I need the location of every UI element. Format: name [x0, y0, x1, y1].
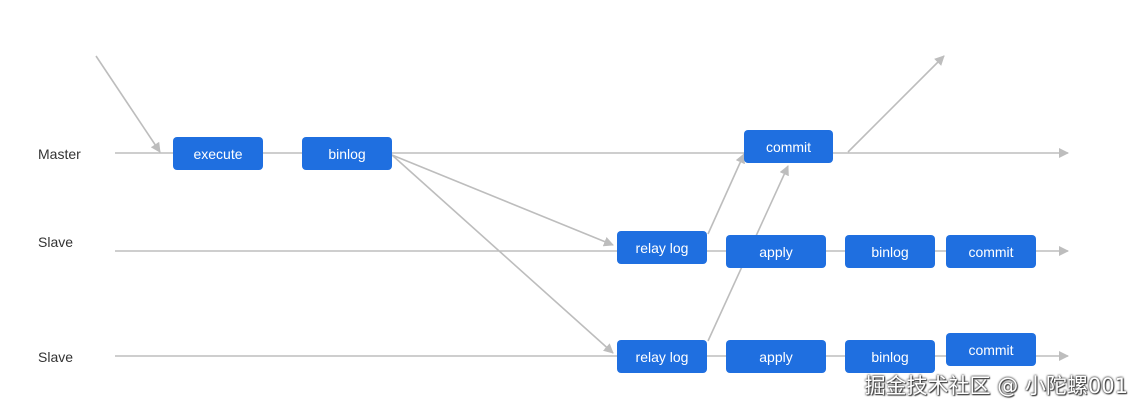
slave2-commit-box: commit	[946, 333, 1036, 366]
master-commit-box: commit	[744, 130, 833, 163]
client-request-arrow	[95, 55, 161, 153]
binlog-to-relay1-arrow	[391, 154, 614, 247]
master-binlog-box: binlog	[302, 137, 392, 170]
slave1-binlog-box: binlog	[845, 235, 935, 268]
slave1-apply-box: apply	[726, 235, 826, 268]
slave2-apply-box: apply	[726, 340, 826, 373]
lane-label-slave-1: Slave	[38, 234, 74, 250]
slave1-relay-log-box: relay log	[617, 231, 707, 264]
slave1-commit-box: commit	[946, 235, 1036, 268]
master-execute-box: execute	[173, 137, 263, 170]
lane-label-master: Master	[38, 146, 81, 162]
lane-label-slave-2: Slave	[38, 349, 74, 365]
binlog-to-relay2-arrow	[391, 154, 614, 354]
client-response-arrow	[847, 55, 945, 153]
slave2-binlog-box: binlog	[845, 340, 935, 373]
relay1-ack-arrow	[707, 153, 745, 235]
watermark: 掘金技术社区 @ 小陀螺001	[864, 374, 1128, 398]
slave2-relay-log-box: relay log	[617, 340, 707, 373]
